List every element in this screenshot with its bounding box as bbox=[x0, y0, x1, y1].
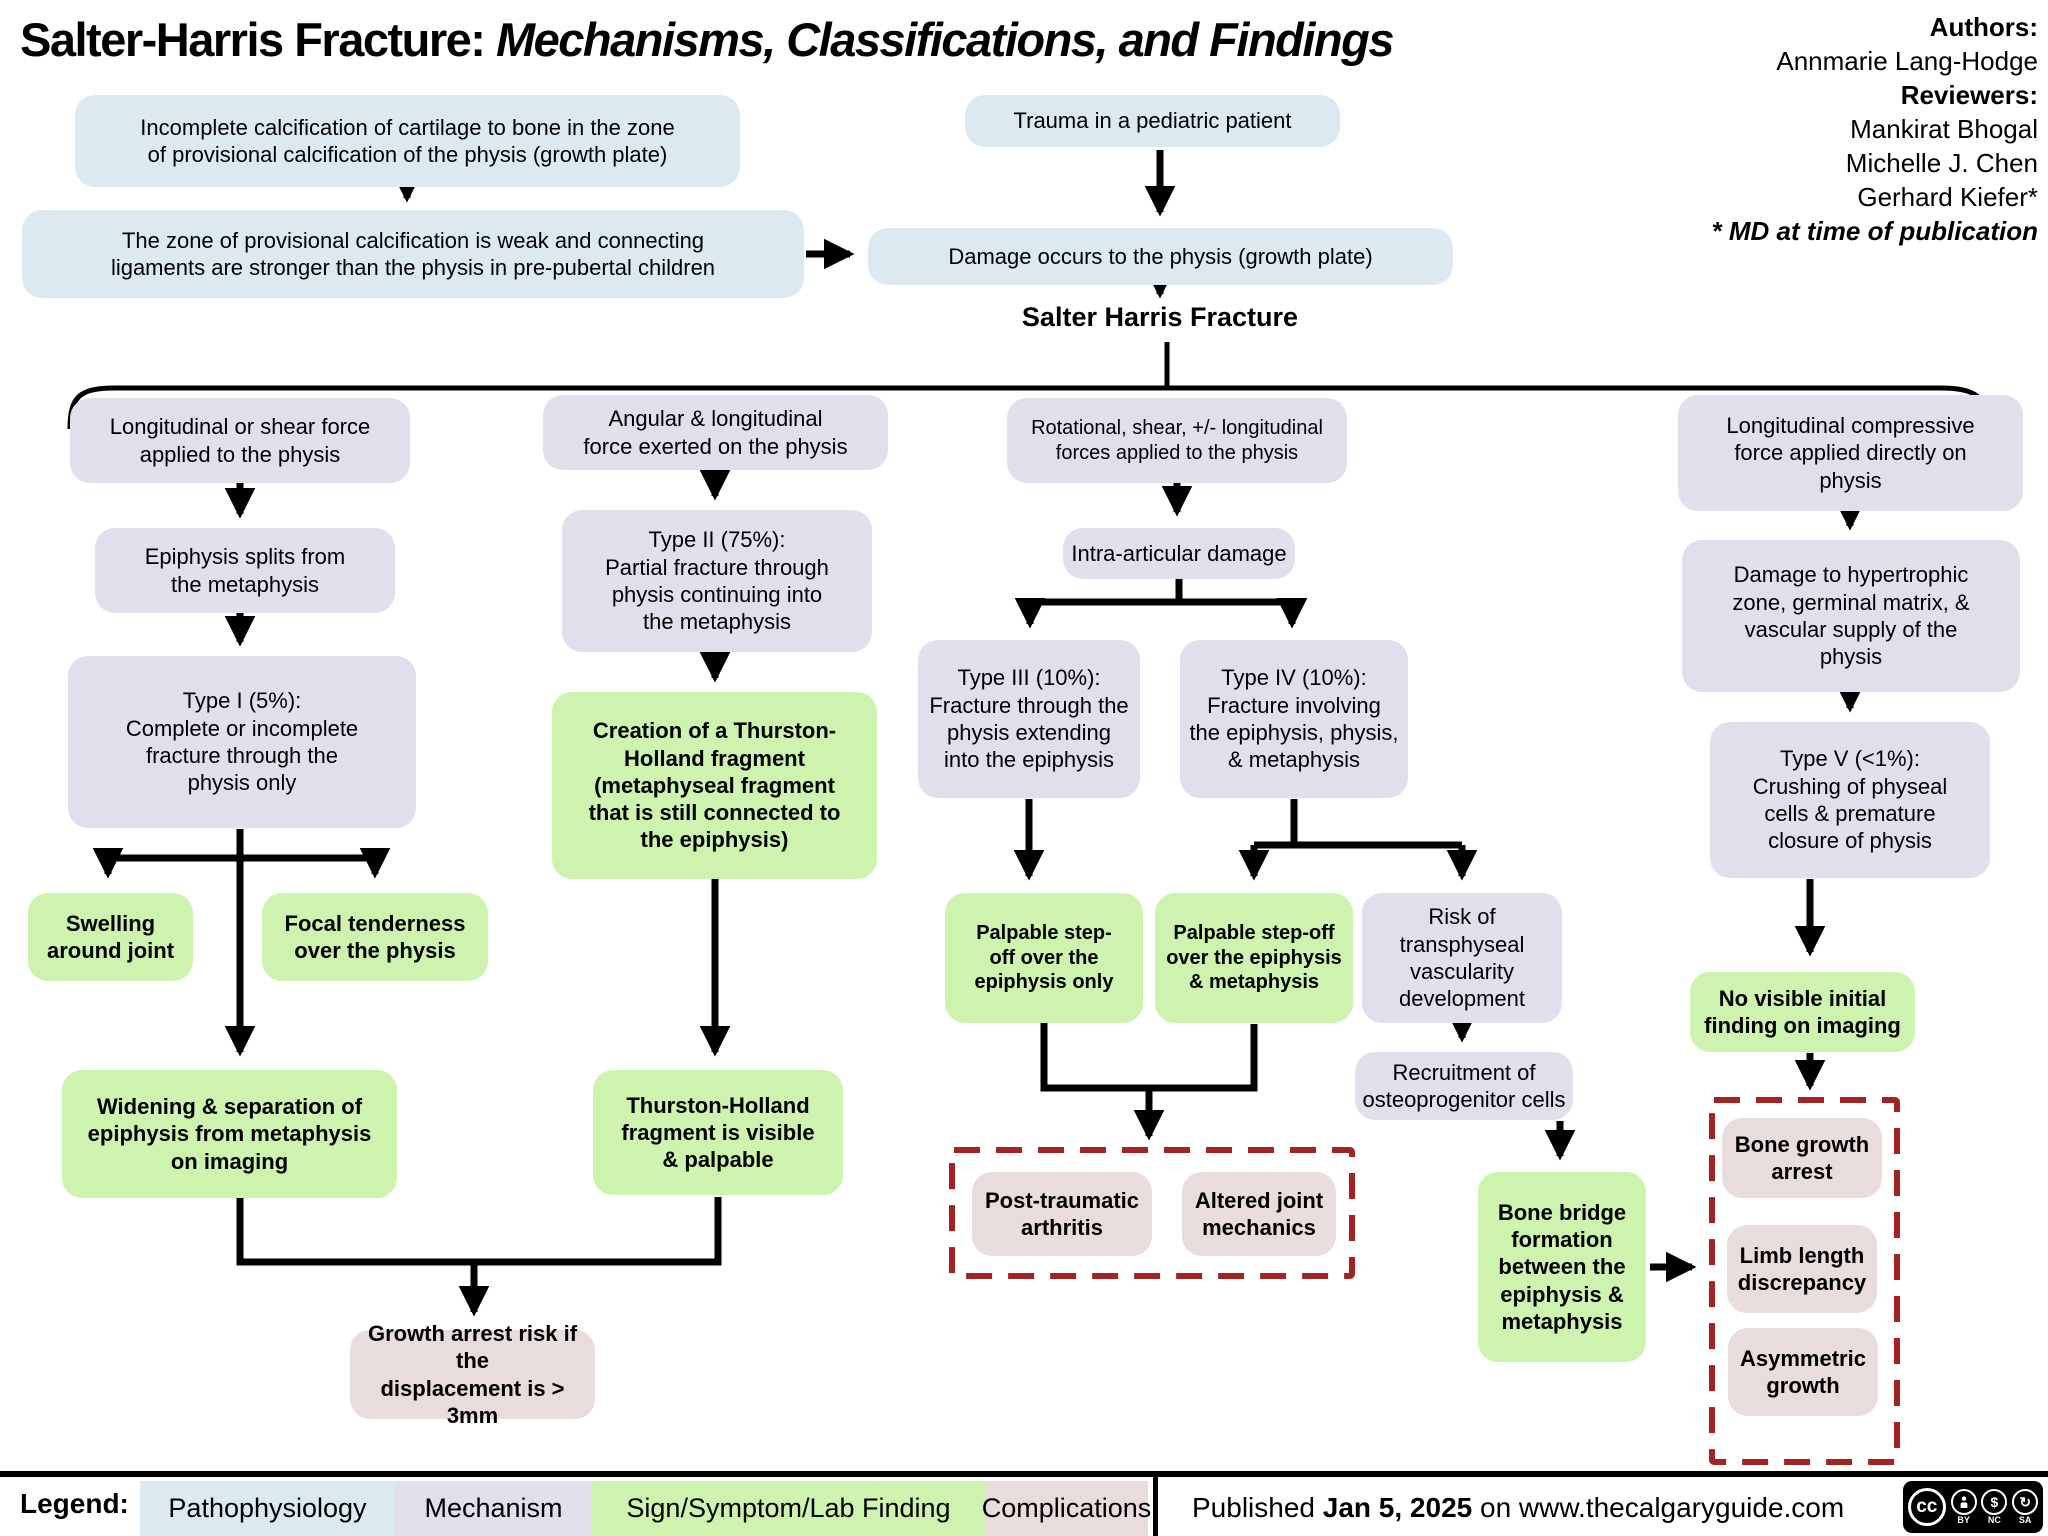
complications-group-joint bbox=[949, 1147, 1355, 1279]
node-no-visible-finding: No visible initial finding on imaging bbox=[1690, 972, 1915, 1052]
published-suffix: on www.thecalgaryguide.com bbox=[1472, 1492, 1845, 1523]
legend-item-finding: Sign/Symptom/Lab Finding bbox=[592, 1481, 985, 1536]
node-longitudinal-shear-force: Longitudinal or shear force applied to t… bbox=[70, 398, 410, 483]
node-trauma: Trauma in a pediatric patient bbox=[965, 95, 1340, 147]
node-bone-growth-arrest: Bone growth arrest bbox=[1722, 1118, 1882, 1198]
root-label: Salter Harris Fracture bbox=[1021, 302, 1299, 332]
node-step-off-epiphysis: Palpable step- off over the epiphysis on… bbox=[945, 893, 1143, 1023]
node-growth-arrest-risk: Growth arrest risk if the displacement i… bbox=[350, 1321, 595, 1428]
node-osteoprogenitor-recruitment: Recruitment of osteoprogenitor cells bbox=[1355, 1052, 1573, 1120]
cc-by-label: BY bbox=[1957, 1515, 1970, 1525]
reviewer-name: Gerhard Kiefer* bbox=[1857, 182, 2038, 212]
cc-sa-icon: ↻ bbox=[2012, 1489, 2039, 1515]
reviewer-name: Mankirat Bhogal bbox=[1850, 114, 2038, 144]
legend-item-pathophysiology: Pathophysiology bbox=[140, 1481, 395, 1536]
node-bone-bridge: Bone bridge formation between the epiphy… bbox=[1478, 1172, 1646, 1362]
cc-sa-term: ↻ SA bbox=[2012, 1489, 2039, 1525]
node-swelling: Swelling around joint bbox=[28, 893, 193, 981]
legend-item-complications: Complications bbox=[982, 1481, 1151, 1536]
node-weak-zone: The zone of provisional calcification is… bbox=[22, 210, 804, 298]
node-thurston-holland-visible: Thurston-Holland fragment is visible & p… bbox=[593, 1070, 843, 1195]
cc-nc-term: $ NC bbox=[1981, 1489, 2008, 1525]
cc-logo-icon: cc bbox=[1907, 1488, 1946, 1526]
cc-by-icon bbox=[1950, 1489, 1977, 1515]
node-angular-force: Angular & longitudinal force exerted on … bbox=[543, 395, 888, 470]
published-prefix: Published bbox=[1192, 1492, 1323, 1523]
complications-group-growth bbox=[1709, 1097, 1900, 1465]
title-main: Salter-Harris Fracture: bbox=[20, 13, 496, 66]
node-focal-tenderness: Focal tenderness over the physis bbox=[262, 893, 488, 981]
credits-footnote: * MD at time of publication bbox=[1711, 216, 2038, 246]
footer-divider bbox=[0, 1471, 2048, 1477]
node-type-v: Type V (<1%): Crushing of physeal cells … bbox=[1710, 722, 1990, 878]
node-asymmetric-growth: Asymmetric growth bbox=[1728, 1328, 1878, 1416]
node-type-iii: Type III (10%): Fracture through the phy… bbox=[918, 640, 1140, 798]
cc-nc-icon: $ bbox=[1981, 1489, 2008, 1515]
reviewer-name: Michelle J. Chen bbox=[1845, 148, 2038, 178]
legend-label: Legend: bbox=[20, 1488, 129, 1519]
legend-item-mechanism: Mechanism bbox=[395, 1481, 592, 1536]
node-rotational-forces: Rotational, shear, +/- longitudinal forc… bbox=[1007, 398, 1347, 483]
node-type-iv: Type IV (10%): Fracture involving the ep… bbox=[1180, 640, 1408, 798]
node-post-traumatic-arthritis: Post-traumatic arthritis bbox=[972, 1172, 1152, 1256]
node-type-ii: Type II (75%): Partial fracture through … bbox=[562, 510, 872, 652]
node-hypertrophic-damage: Damage to hypertrophic zone, germinal ma… bbox=[1682, 540, 2020, 692]
cc-sa-label: SA bbox=[2018, 1515, 2032, 1525]
node-incomplete-calcification: Incomplete calcification of cartilage to… bbox=[75, 95, 740, 187]
cc-license-badge: cc BY $ NC ↻ SA bbox=[1903, 1481, 2043, 1533]
node-intra-articular: Intra-articular damage bbox=[1063, 528, 1295, 579]
node-thurston-holland-creation: Creation of a Thurston- Holland fragment… bbox=[552, 692, 877, 879]
publication-info: Published Jan 5, 2025 on www.thecalgaryg… bbox=[1192, 1492, 1844, 1524]
cc-by-term: BY bbox=[1950, 1489, 1977, 1525]
node-altered-joint-mechanics: Altered joint mechanics bbox=[1182, 1172, 1336, 1256]
node-type-i: Type I (5%): Complete or incomplete frac… bbox=[68, 656, 416, 828]
node-widening-separation: Widening & separation of epiphysis from … bbox=[62, 1070, 397, 1198]
node-transphyseal-vascularity: Risk of transphyseal vascularity develop… bbox=[1362, 893, 1562, 1023]
legend-separator bbox=[1153, 1477, 1158, 1536]
node-damage-physis: Damage occurs to the physis (growth plat… bbox=[868, 228, 1453, 285]
author-name: Annmarie Lang-Hodge bbox=[1776, 46, 2038, 76]
node-limb-length-discrepancy: Limb length discrepancy bbox=[1727, 1225, 1877, 1313]
credits-block: Authors: Annmarie Lang-Hodge Reviewers: … bbox=[1712, 10, 2038, 248]
node-compressive-force: Longitudinal compressive force applied d… bbox=[1678, 395, 2023, 511]
cc-nc-label: NC bbox=[1987, 1515, 2001, 1525]
authors-label: Authors: bbox=[1929, 12, 2038, 42]
node-step-off-epiphysis-metaphysis: Palpable step-off over the epiphysis & m… bbox=[1155, 893, 1353, 1023]
published-date: Jan 5, 2025 bbox=[1322, 1492, 1473, 1523]
title-emphasis: Mechanisms, Classifications, and Finding… bbox=[495, 13, 1395, 66]
page-title: Salter-Harris Fracture: Mechanisms, Clas… bbox=[20, 12, 1395, 67]
node-epiphysis-splits: Epiphysis splits from the metaphysis bbox=[95, 528, 395, 613]
reviewers-label: Reviewers: bbox=[1900, 80, 2038, 110]
